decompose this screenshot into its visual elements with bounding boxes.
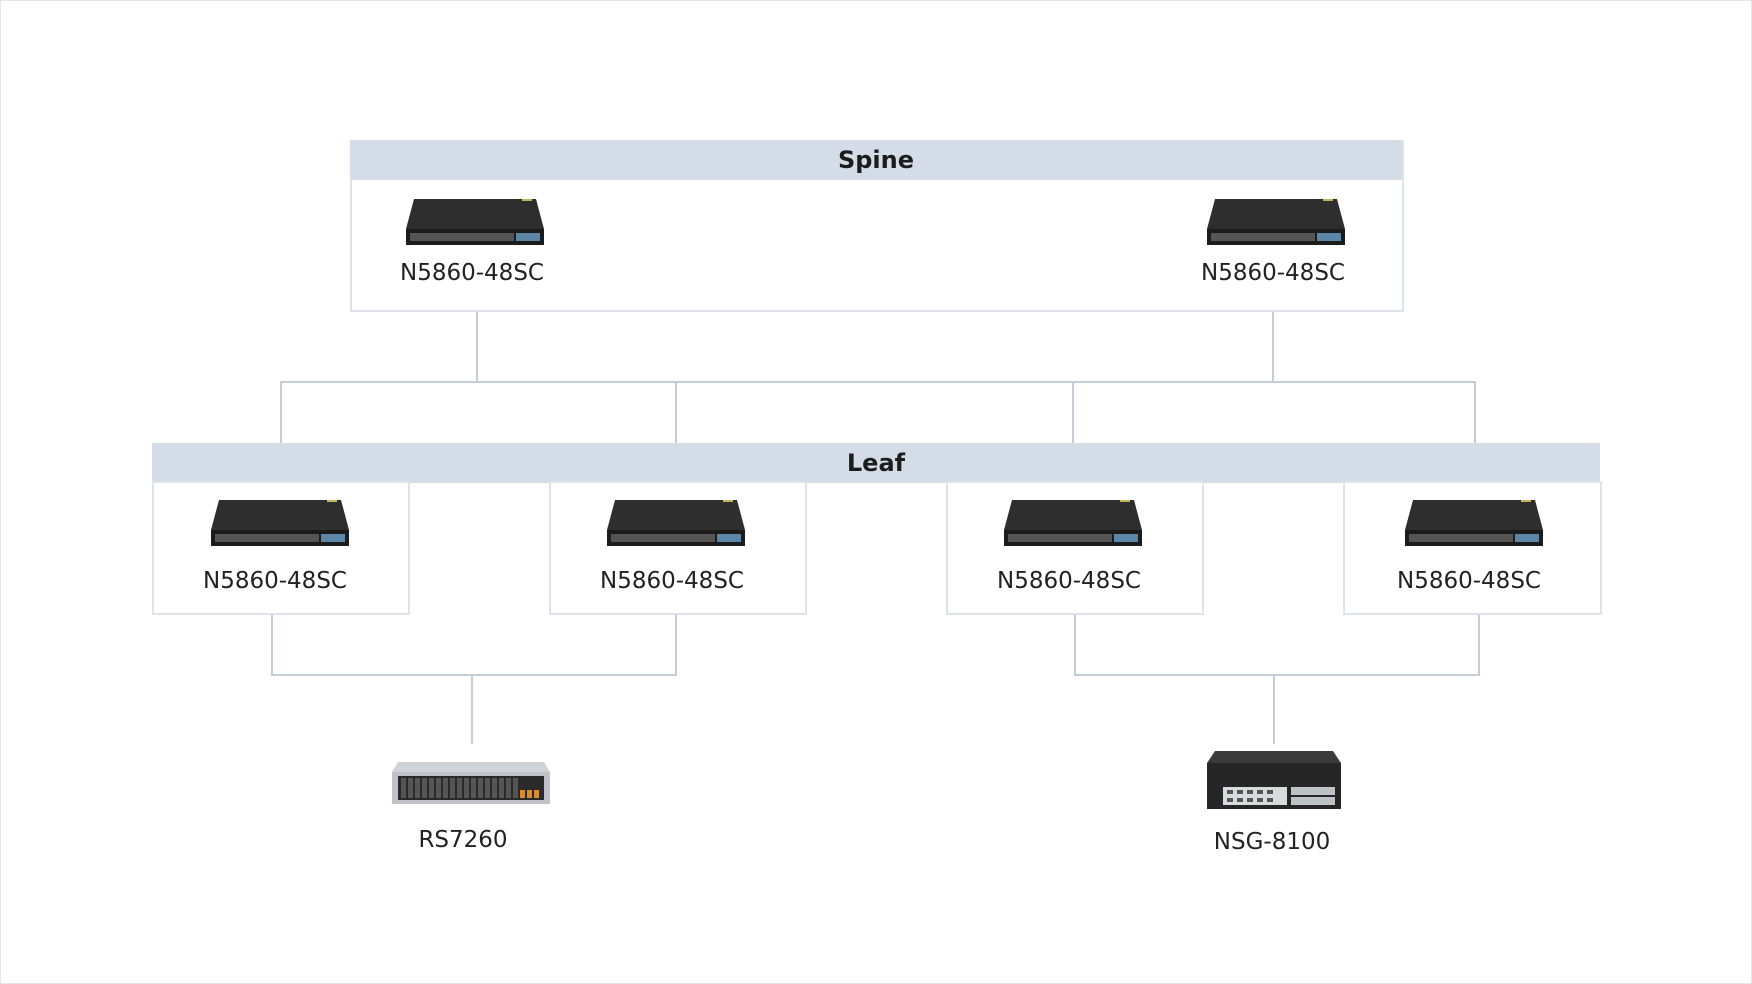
switch-icon (1004, 500, 1142, 546)
switch-icon (406, 199, 544, 245)
server-icon (392, 762, 550, 804)
switch-icon (607, 500, 745, 546)
leaf-2-label: N5860-48SC (600, 568, 744, 594)
link-leaf3-up (1072, 381, 1074, 443)
leaf-tier-title: Leaf (152, 443, 1600, 483)
switch-icon (211, 500, 349, 546)
firewall-icon (1207, 751, 1341, 809)
link-firewall-up (1273, 674, 1275, 744)
switch-icon (1405, 500, 1543, 546)
link-leaf2-up (675, 381, 677, 443)
firewall-label: NSG-8100 (1213, 829, 1331, 855)
link-leaf3-down (1074, 612, 1076, 675)
server-label: RS7260 (418, 827, 508, 853)
link-spine1-down (476, 310, 478, 382)
link-server-bus (271, 674, 677, 676)
link-leaf4-down (1478, 612, 1480, 675)
leaf-1-label: N5860-48SC (203, 568, 347, 594)
link-server-up (471, 674, 473, 744)
link-bus (280, 381, 1476, 383)
leaf-4-label: N5860-48SC (1397, 568, 1541, 594)
link-firewall-bus (1074, 674, 1480, 676)
link-leaf4-up (1474, 381, 1476, 443)
spine-tier-title: Spine (350, 140, 1402, 180)
leaf-3-label: N5860-48SC (997, 568, 1141, 594)
link-leaf2-down (675, 612, 677, 675)
link-spine2-down (1272, 310, 1274, 382)
link-leaf1-down (271, 612, 273, 675)
spine-2-label: N5860-48SC (1201, 260, 1345, 286)
switch-icon (1207, 199, 1345, 245)
link-leaf1-up (280, 381, 282, 443)
spine-1-label: N5860-48SC (400, 260, 544, 286)
